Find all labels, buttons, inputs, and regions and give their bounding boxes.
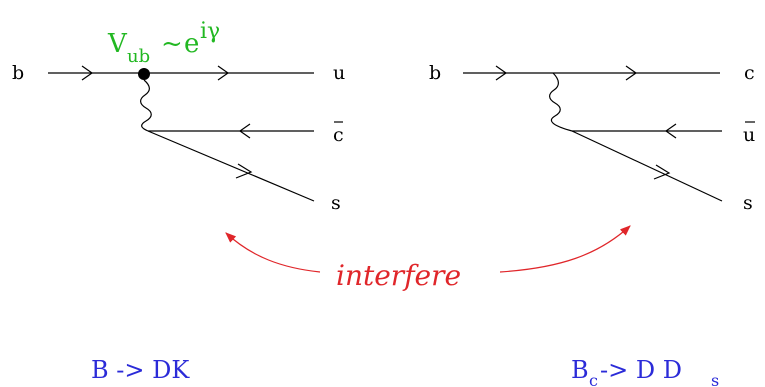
right-w-boson-wiggle — [549, 72, 573, 132]
left-u-arrow — [217, 65, 230, 81]
right-s-line — [571, 130, 723, 202]
vub-v: V — [107, 29, 128, 59]
left-u-label: u — [333, 62, 345, 84]
interfere-arrow-left — [225, 232, 321, 273]
left-s-label: s — [331, 192, 341, 214]
left-w-boson-wiggle — [140, 79, 152, 132]
vub-superscript: iγ — [200, 19, 220, 44]
left-vertex-dot — [138, 68, 150, 80]
left-cbar-arrow — [238, 123, 251, 139]
right-caption-b: B — [571, 356, 589, 384]
interference-annotation: interfere — [225, 225, 631, 292]
vub-tilde: ~ — [161, 29, 183, 59]
vub-coupling-label: V ub ~ e iγ — [107, 19, 220, 67]
right-c-arrow — [625, 65, 638, 81]
left-cbar-label: c — [333, 124, 344, 146]
right-diagram: b c u s B c -> D D s — [429, 62, 755, 387]
right-caption-arrow: -> D D — [600, 356, 682, 384]
right-c-label: c — [744, 62, 755, 84]
left-s-arrow — [235, 163, 253, 179]
left-caption: B -> DK — [91, 356, 190, 384]
right-caption: B c -> D D s — [571, 356, 719, 387]
interfere-label: interfere — [336, 259, 461, 292]
right-s-arrow — [653, 164, 671, 180]
right-s-label: s — [743, 192, 753, 214]
right-b-label: b — [429, 62, 441, 84]
right-ubar-label: u — [743, 124, 755, 146]
right-b-arrow — [495, 65, 508, 81]
left-b-arrow — [81, 65, 94, 81]
left-diagram: b u c s V ub ~ e iγ B -> DK — [12, 19, 345, 384]
right-ubar-arrow — [664, 123, 677, 139]
right-caption-sub-s: s — [711, 371, 719, 387]
left-caption-text: B -> DK — [91, 356, 190, 384]
interfere-arrow-right — [499, 225, 631, 273]
left-b-label: b — [12, 62, 24, 84]
left-s-line — [147, 130, 315, 202]
vub-subscript: ub — [127, 46, 150, 67]
right-caption-sub-c: c — [589, 371, 598, 387]
vub-e: e — [184, 29, 199, 59]
